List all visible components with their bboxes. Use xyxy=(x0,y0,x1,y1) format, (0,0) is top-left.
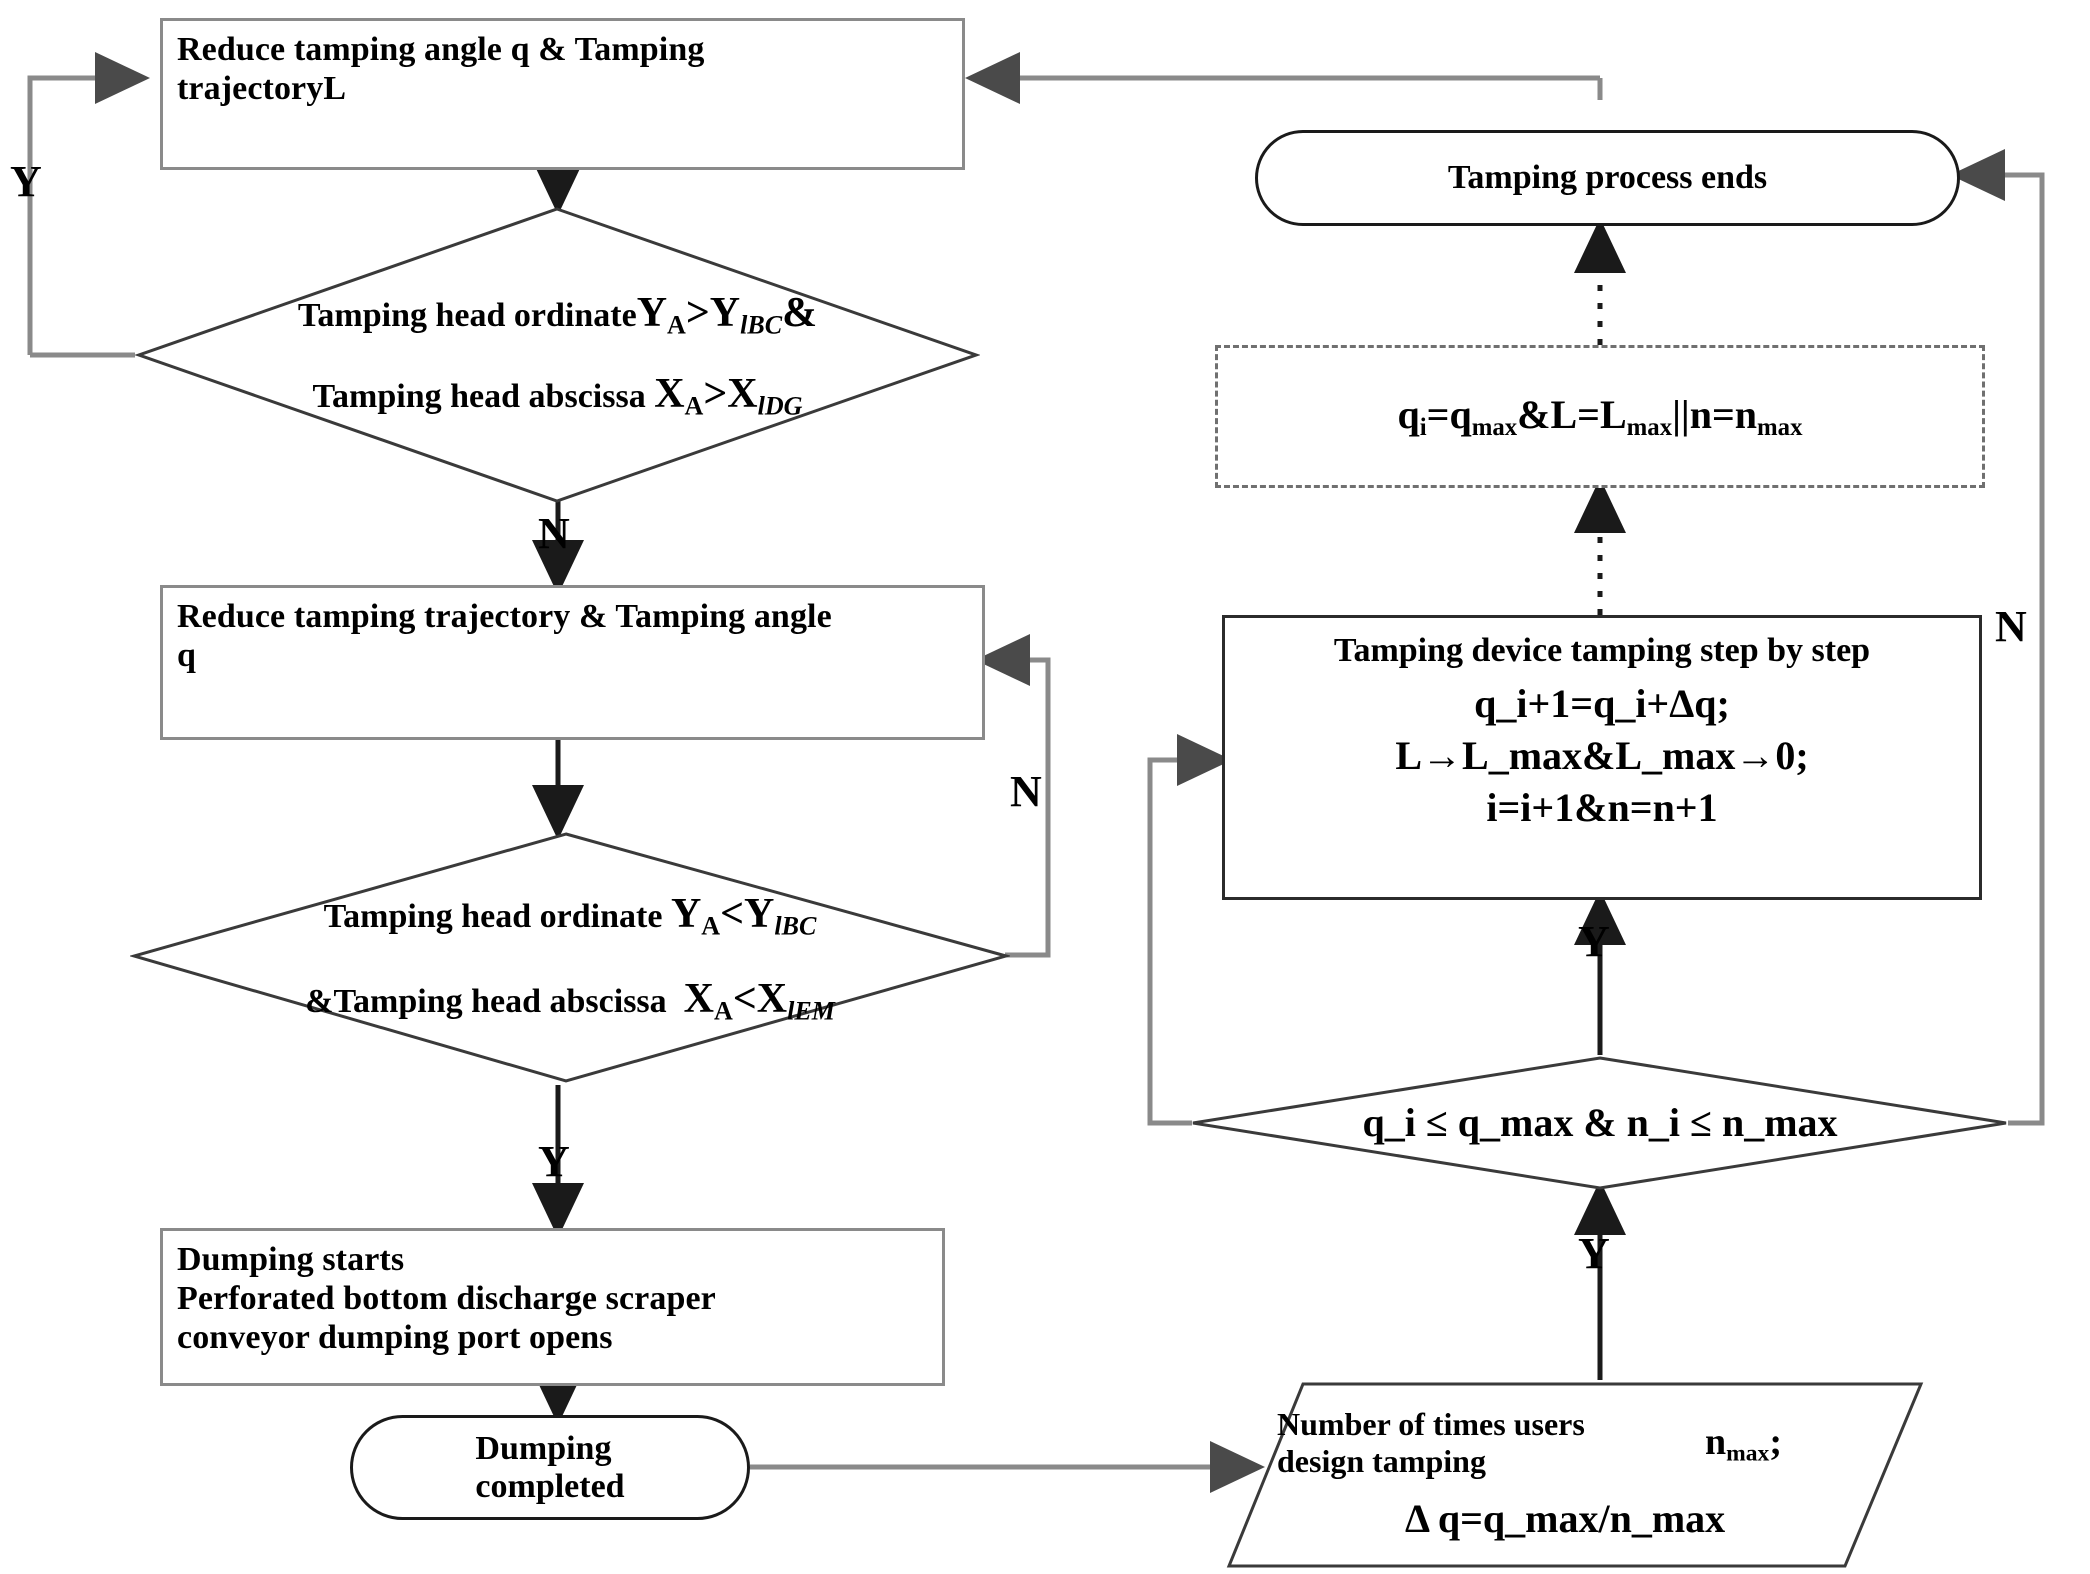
cd-b-sub: max xyxy=(1471,413,1518,441)
cd-b: q xyxy=(1449,392,1472,438)
node-condition-dashed-math: qi=qmax&L=Lmax||n=nmax xyxy=(1398,391,1803,442)
cd-eq1: = xyxy=(1426,392,1450,438)
du-l2-suba: A xyxy=(684,391,704,421)
edge-label-y-above-decision-q: Y xyxy=(1578,917,1610,966)
dl-l1-subb: lBC xyxy=(774,910,817,940)
line-3: conveyor dumping port opens xyxy=(177,1318,613,1356)
decision-upper-line-2: Tamping head abscissa XA>XlDG xyxy=(313,368,803,423)
dl-l2-b: X xyxy=(756,975,788,1022)
edge-label-n-trajectory: N xyxy=(1010,767,1042,816)
dl-l1-suba: A xyxy=(701,910,721,940)
cd-eq2: = xyxy=(1577,392,1600,438)
du-l1-post: & xyxy=(782,290,818,337)
decision-lower-line-2: &Tamping head abscissa XA<XlEM xyxy=(305,973,835,1028)
dl-l1-b: Y xyxy=(744,890,775,937)
ui-math-line: Δ q=q_max/n_max xyxy=(1405,1496,1726,1541)
dl-l2-suba: A xyxy=(714,995,733,1025)
du-l2-pre: Tamping head abscissa xyxy=(312,378,646,415)
line-2: trajectoryL xyxy=(177,69,347,107)
decision-q-text: q_i ≤ q_max & n_i ≤ n_max xyxy=(1190,1055,2010,1191)
decision-upper-outline xyxy=(135,207,980,503)
cd-or: || xyxy=(1672,392,1690,438)
edge-label-y-lower: Y xyxy=(538,1137,570,1186)
line-1: Dumping xyxy=(475,1430,612,1468)
decision-lower-line-1: Tamping head ordinate YA<YlBC xyxy=(324,888,817,943)
du-l1-suba: A xyxy=(667,310,686,340)
cd-d-sub: max xyxy=(1626,413,1673,441)
node-user-input[interactable]: Number of times users design tamping nma… xyxy=(1225,1380,1925,1570)
node-dumping-starts[interactable]: Dumping starts Perforated bottom dischar… xyxy=(160,1228,945,1386)
user-input-text: Number of times users design tamping nma… xyxy=(1225,1380,1925,1570)
cd-a-sub: i xyxy=(1419,413,1427,441)
ui-line-2: design tamping xyxy=(1277,1442,1486,1479)
node-tamping-step-title: Tamping device tamping step by step xyxy=(1333,632,1871,669)
cd-c: L xyxy=(1550,392,1578,438)
ui-var-base: n xyxy=(1705,1421,1727,1463)
node-dumping-starts-text: Dumping starts Perforated bottom dischar… xyxy=(163,1231,942,1367)
ui-var: nmax; xyxy=(1705,1420,1782,1468)
dl-l2-subb: lEM xyxy=(787,995,835,1025)
line-1: Dumping starts xyxy=(177,1241,405,1278)
node-tamping-step[interactable]: Tamping device tamping step by step q_i+… xyxy=(1222,615,1982,900)
node-tamping-step-math-1: q_i+1=q_i+Δq; xyxy=(1474,681,1730,726)
du-l1-pre: Tamping head ordinate xyxy=(297,297,637,335)
line-2: completed xyxy=(475,1467,625,1505)
du-l2-b: X xyxy=(727,371,758,417)
dl-l2-pre: &Tamping head abscissa xyxy=(305,982,667,1020)
cd-f: n xyxy=(1734,392,1758,438)
node-decision-q-math: q_i ≤ q_max & n_i ≤ n_max xyxy=(1362,1100,1838,1145)
cd-a: q xyxy=(1397,392,1420,438)
ui-var-sub: max xyxy=(1726,1440,1770,1467)
node-tamping-step-math-2: L→L_max&L_max→0; xyxy=(1395,733,1809,778)
dl-l2-a: X xyxy=(683,975,714,1022)
node-dumping-completed-text: Dumping completed xyxy=(475,1430,624,1505)
node-decision-upper[interactable]: Tamping head ordinateYA>YlBC& Tamping he… xyxy=(135,205,980,505)
dl-l1-pre: Tamping head ordinate xyxy=(323,897,663,935)
decision-lower-outline xyxy=(130,832,1010,1083)
du-l1-b: Y xyxy=(709,290,741,337)
decision-upper-line-1: Tamping head ordinateYA>YlBC& xyxy=(298,287,817,342)
du-l2-op: > xyxy=(703,371,728,417)
cd-d: L xyxy=(1599,392,1627,438)
du-l1-subb: lBC xyxy=(740,310,783,340)
node-tamping-process-ends-label: Tamping process ends xyxy=(1447,159,1768,197)
du-l2-subb: lDG xyxy=(757,391,803,421)
node-reduce-tamping-trajectory-text: Reduce tamping trajectory & Tamping angl… xyxy=(163,588,982,686)
node-condition-dashed[interactable]: qi=qmax&L=Lmax||n=nmax xyxy=(1215,345,1985,488)
ui-line-1: Number of times users xyxy=(1277,1406,1585,1442)
cd-e: n xyxy=(1689,392,1712,438)
node-reduce-tamping-angle[interactable]: Reduce tamping angle q & Tamping traject… xyxy=(160,18,965,170)
line-2: Perforated bottom discharge scraper xyxy=(177,1279,716,1317)
du-l2-a: X xyxy=(654,371,685,417)
node-tamping-process-ends[interactable]: Tamping process ends xyxy=(1255,130,1960,226)
node-decision-q[interactable]: q_i ≤ q_max & n_i ≤ n_max xyxy=(1190,1055,2010,1191)
ui-var-punct: ; xyxy=(1769,1421,1782,1463)
du-l1-a: Y xyxy=(636,290,668,337)
node-reduce-tamping-angle-text: Reduce tamping angle q & Tamping traject… xyxy=(163,21,962,119)
edge-label-n-far-right: N xyxy=(1995,602,2027,651)
cd-eq3: = xyxy=(1711,392,1735,438)
node-decision-lower[interactable]: Tamping head ordinate YA<YlBC &Tamping h… xyxy=(130,830,1010,1085)
user-input-outline xyxy=(1226,1382,1924,1568)
dl-l1-op: < xyxy=(720,890,745,937)
cd-f-sub: max xyxy=(1757,413,1803,441)
decision-q-outline xyxy=(1192,1056,2007,1190)
line-1: Reduce tamping angle q & Tamping xyxy=(177,31,705,68)
du-l1-op: > xyxy=(685,290,710,337)
line-1: Reduce tamping trajectory & Tamping angl… xyxy=(177,598,832,635)
node-tamping-step-math-3: i=i+1&n=n+1 xyxy=(1486,785,1718,830)
dl-l2-op: < xyxy=(732,975,757,1022)
decision-lower-text: Tamping head ordinate YA<YlBC &Tamping h… xyxy=(130,830,1010,1085)
edge-label-y-left-loop: Y xyxy=(10,157,42,206)
line-2: q xyxy=(177,636,197,674)
edge-label-n-upper: N xyxy=(538,509,570,558)
edge-label-y-below-decision-q: Y xyxy=(1578,1229,1610,1278)
node-dumping-completed[interactable]: Dumping completed xyxy=(350,1415,750,1520)
node-reduce-tamping-trajectory[interactable]: Reduce tamping trajectory & Tamping angl… xyxy=(160,585,985,740)
cd-amp: & xyxy=(1517,392,1551,438)
decision-upper-text: Tamping head ordinateYA>YlBC& Tamping he… xyxy=(135,205,980,505)
dl-l1-a: Y xyxy=(670,890,702,937)
